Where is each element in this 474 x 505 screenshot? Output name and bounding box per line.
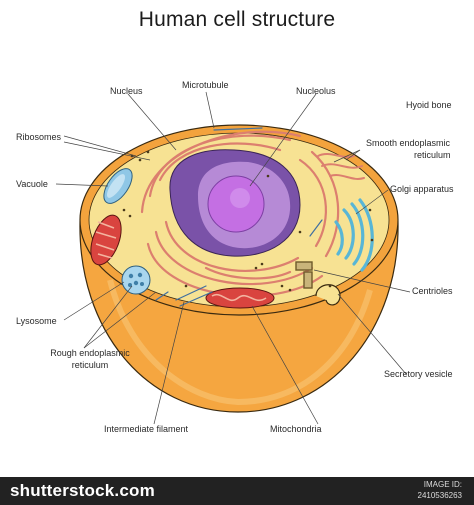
footer-image-id-label: IMAGE ID: — [423, 480, 462, 489]
label-microtubule: Microtubule — [182, 80, 229, 90]
label-smooth-er-1: Smooth endoplasmic — [366, 138, 451, 148]
label-lysosome: Lysosome — [16, 316, 57, 326]
footer-image-id-value: 2410536263 — [417, 491, 463, 500]
label-vacuole: Vacuole — [16, 179, 48, 189]
label-centrioles: Centrioles — [412, 286, 453, 296]
vacuole — [103, 168, 133, 204]
label-smooth-er-2: reticulum — [414, 150, 451, 160]
rough-endoplasmic-reticulum — [140, 130, 340, 298]
mitochondrion-bottom — [205, 287, 275, 309]
label-ribosomes: Ribosomes — [16, 132, 62, 142]
footer-bar: shutterstock.com IMAGE ID: 2410536263 — [0, 477, 474, 505]
lysosome — [121, 265, 151, 295]
centrioles — [295, 261, 313, 289]
label-nucleus: Nucleus — [110, 86, 143, 96]
page-title: Human cell structure — [138, 8, 336, 31]
label-rough-er-2: reticulum — [71, 360, 109, 370]
label-mitochondria: Mitochondria — [270, 424, 322, 434]
footer-brand: shutterstock.com — [10, 481, 155, 500]
label-intermediate-filament: Intermediate filament — [104, 424, 189, 434]
golgi-apparatus — [334, 198, 374, 272]
label-golgi: Golgi apparatus — [390, 184, 454, 194]
mitochondrion-left — [90, 214, 122, 266]
label-nucleolus: Nucleolus — [296, 86, 336, 96]
leader-lines — [55, 91, 411, 425]
footer-image-id: IMAGE ID: 2410536263 — [418, 479, 463, 501]
label-secretory-vesicle: Secretory vesicle — [384, 369, 453, 379]
label-hyoid-bone: Hyoid bone — [406, 100, 452, 110]
cytoskeleton-filaments — [155, 127, 323, 307]
label-rough-er-1: Rough endoplasmic — [50, 348, 130, 358]
